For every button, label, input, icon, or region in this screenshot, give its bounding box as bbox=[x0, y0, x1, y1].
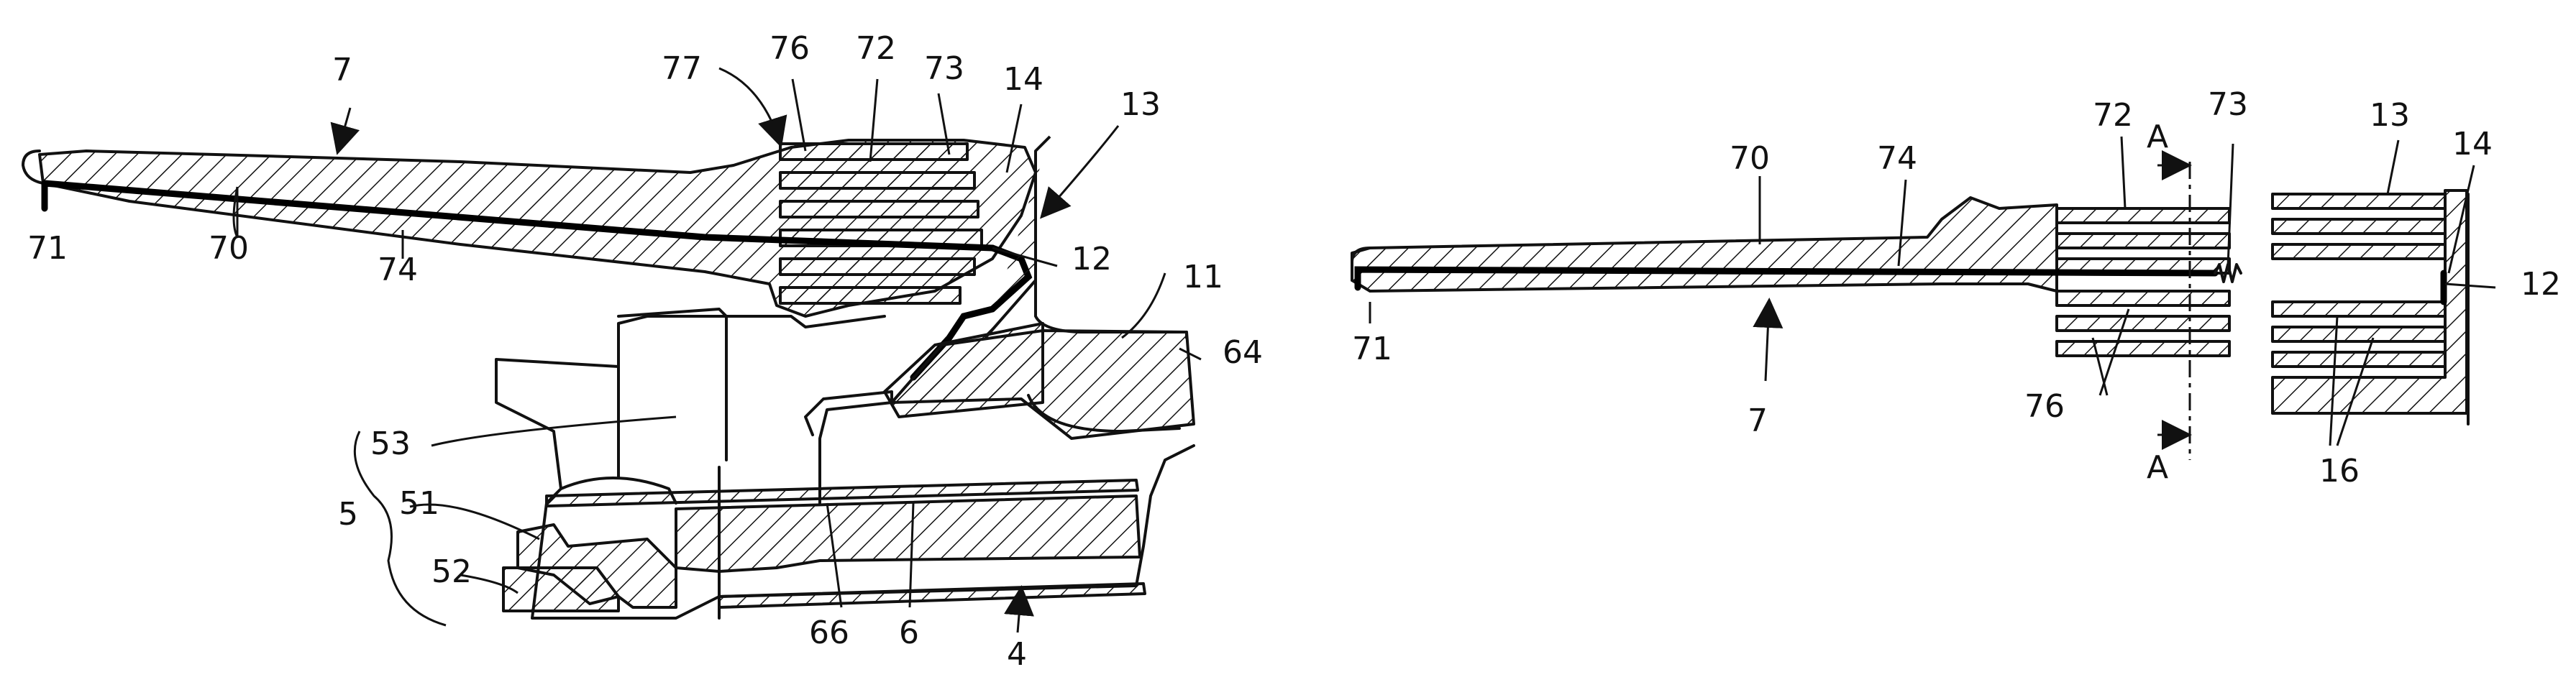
label-left-13: 13 bbox=[1120, 86, 1161, 123]
right-wire-74 bbox=[1354, 266, 2219, 291]
lever-tip bbox=[22, 150, 45, 185]
label-left-7: 7 bbox=[332, 52, 352, 88]
label-left-74: 74 bbox=[378, 252, 418, 288]
part-53 bbox=[559, 477, 677, 505]
label-left-71: 71 bbox=[27, 230, 68, 267]
wire-74 bbox=[41, 180, 996, 252]
label-left-64: 64 bbox=[1223, 334, 1263, 371]
housing-block bbox=[890, 329, 1195, 440]
label-left-5: 5 bbox=[338, 496, 358, 533]
label-left-52: 52 bbox=[431, 553, 472, 590]
label-right-73: 73 bbox=[2208, 86, 2248, 123]
label-right-7: 7 bbox=[1748, 402, 1768, 439]
label-right-76: 76 bbox=[2024, 388, 2065, 425]
label-left-76: 76 bbox=[769, 30, 810, 67]
label-right-A-top: A bbox=[2147, 119, 2168, 155]
right-housing-fins bbox=[2271, 193, 2447, 368]
leaders-left bbox=[232, 67, 1202, 633]
case-4 bbox=[718, 582, 1146, 609]
board-lower bbox=[675, 494, 1141, 573]
label-left-6: 6 bbox=[899, 615, 919, 651]
right-lever-tip bbox=[1351, 247, 1371, 282]
part-52-base bbox=[502, 566, 620, 612]
label-left-73: 73 bbox=[924, 50, 964, 87]
right-lever-body bbox=[1351, 196, 2058, 293]
label-left-70: 70 bbox=[209, 230, 249, 267]
label-right-72: 72 bbox=[2093, 97, 2133, 134]
label-left-72: 72 bbox=[856, 30, 896, 67]
left-figure: 7 77 76 72 73 14 13 12 11 64 71 70 74 53… bbox=[22, 30, 1263, 673]
right-figure: 70 74 72 A 73 13 14 12 71 7 76 A 16 bbox=[1351, 86, 2561, 489]
label-right-71: 71 bbox=[1352, 331, 1392, 367]
label-left-51: 51 bbox=[399, 485, 439, 522]
label-right-74: 74 bbox=[1877, 140, 1917, 177]
connector-panel bbox=[617, 308, 728, 461]
label-left-11: 11 bbox=[1183, 259, 1223, 295]
label-left-4: 4 bbox=[1007, 636, 1027, 673]
label-left-77: 77 bbox=[662, 50, 702, 87]
label-left-14: 14 bbox=[1003, 61, 1043, 98]
label-right-70: 70 bbox=[1730, 140, 1770, 177]
housing-11-surface bbox=[1027, 394, 1181, 433]
leaders-right bbox=[1369, 136, 2496, 446]
label-right-A-bottom: A bbox=[2147, 449, 2168, 486]
label-left-12: 12 bbox=[1072, 241, 1112, 277]
right-fin-stack bbox=[2055, 207, 2231, 357]
label-left-66: 66 bbox=[809, 615, 849, 651]
label-right-16: 16 bbox=[2319, 453, 2360, 489]
label-right-14: 14 bbox=[2452, 126, 2493, 162]
label-right-12: 12 bbox=[2521, 266, 2561, 303]
label-left-53: 53 bbox=[370, 426, 411, 462]
board-6 bbox=[545, 479, 1139, 507]
label-right-13: 13 bbox=[2370, 97, 2410, 134]
spring-66 bbox=[804, 390, 893, 505]
right-housing-wall bbox=[2271, 189, 2468, 415]
